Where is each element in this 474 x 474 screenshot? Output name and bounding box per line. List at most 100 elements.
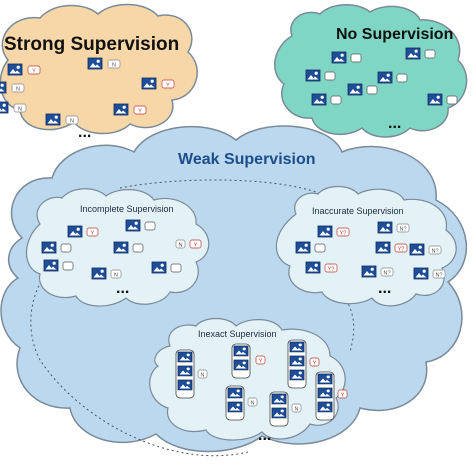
image-icon: [413, 267, 429, 280]
incomplete-item: [151, 261, 182, 274]
image-icon: [271, 393, 287, 405]
inexact-supervision-title: Inexact Supervision: [198, 329, 277, 339]
incomplete-item: [43, 259, 74, 272]
none-item: [331, 51, 362, 64]
image-icon: [233, 359, 249, 371]
strong-item: N: [0, 101, 27, 114]
tag-label: N?: [399, 227, 406, 233]
image-icon: [41, 241, 57, 254]
inexact-ellipsis: ...: [258, 427, 271, 444]
strong-ellipsis: ...: [78, 124, 91, 141]
tag-label: N: [70, 119, 74, 125]
tag-label: N: [114, 273, 118, 279]
tag-label: N: [295, 407, 299, 413]
incomplete-item: [113, 241, 144, 254]
no-supervision-cloud: [274, 4, 468, 138]
image-icon: [141, 77, 157, 90]
image-icon: [311, 93, 327, 106]
image-icon: [0, 81, 7, 94]
inexact-bag: N: [269, 391, 302, 427]
image-icon: [0, 101, 9, 114]
strong-item: Y: [113, 103, 147, 116]
tag-label: N: [18, 107, 22, 113]
tag-label: Y: [313, 361, 317, 367]
incomplete-item: [41, 241, 72, 254]
image-icon: [87, 57, 103, 70]
tag-label: N?: [431, 249, 438, 255]
tag-label: N: [179, 243, 183, 249]
image-icon: [113, 103, 129, 116]
inaccurate-item: N?: [361, 265, 394, 278]
image-icon: [67, 225, 83, 238]
tag-label: N: [16, 87, 20, 93]
image-icon: [427, 93, 443, 106]
image-icon: [177, 351, 193, 363]
incomplete-supervision-title: Incomplete Supervision: [80, 204, 174, 214]
inexact-bag: Y: [287, 339, 320, 389]
image-icon: [289, 355, 305, 367]
incomplete-item: Y: [67, 225, 99, 238]
image-icon: [45, 113, 61, 126]
inaccurate-item: N?: [413, 267, 446, 280]
none-item: [427, 93, 458, 106]
strong-supervision-title: Strong Supervision: [4, 34, 179, 55]
incomplete-item: N: [91, 267, 122, 280]
image-icon: [305, 261, 321, 274]
incomplete-ellipsis: ...: [116, 280, 129, 297]
image-icon: [177, 379, 193, 391]
image-icon: [289, 341, 305, 353]
strong-item: N: [0, 81, 25, 94]
inaccurate-item: N?: [409, 243, 442, 256]
strong-item: N: [87, 57, 121, 70]
image-icon: [43, 259, 59, 272]
inexact-bag: Y: [231, 343, 266, 379]
tag-label: N: [251, 401, 255, 407]
tag-label: Y: [166, 83, 170, 89]
image-icon: [233, 345, 249, 357]
tag-label: Y: [341, 393, 345, 399]
tag-label: Y: [194, 243, 198, 249]
image-icon: [289, 369, 305, 381]
tag-label: Y: [138, 109, 142, 115]
image-icon: [347, 83, 363, 96]
incomplete-item: [125, 219, 156, 232]
inexact-bag: Y: [315, 371, 348, 421]
none-item: [347, 83, 378, 96]
inaccurate-item: N?: [377, 221, 410, 234]
none-item: [405, 47, 436, 60]
weak-supervision-title: Weak Supervision: [178, 151, 316, 168]
inaccurate-item: Y?: [317, 225, 350, 238]
strong-item: Y: [141, 77, 175, 90]
none-item: [311, 93, 342, 106]
none-ellipsis: ...: [388, 115, 401, 132]
tag-label: Y: [91, 231, 95, 237]
tag-label: Y: [32, 69, 36, 75]
image-icon: [227, 387, 243, 399]
strong-item: Y: [7, 63, 41, 76]
image-icon: [405, 47, 421, 60]
inaccurate-item: [295, 241, 326, 254]
image-icon: [317, 387, 333, 399]
tag-label: Y?: [328, 267, 335, 273]
none-item: [377, 71, 408, 84]
image-icon: [317, 225, 333, 238]
tag-label: N?: [435, 273, 442, 279]
image-icon: [295, 241, 311, 254]
tag-label: Y?: [340, 231, 347, 237]
inexact-bag: N: [225, 385, 258, 421]
image-icon: [409, 243, 425, 256]
image-icon: [317, 373, 333, 385]
image-icon: [377, 221, 393, 234]
image-icon: [305, 69, 321, 82]
inaccurate-ellipsis: ...: [378, 280, 391, 297]
image-icon: [361, 265, 377, 278]
image-icon: [113, 241, 129, 254]
image-icon: [91, 267, 107, 280]
image-icon: [151, 261, 167, 274]
image-icon: [377, 71, 393, 84]
inaccurate-item: Y?: [305, 261, 338, 274]
image-icon: [375, 241, 391, 254]
image-icon: [271, 407, 287, 419]
image-icon: [177, 365, 193, 377]
